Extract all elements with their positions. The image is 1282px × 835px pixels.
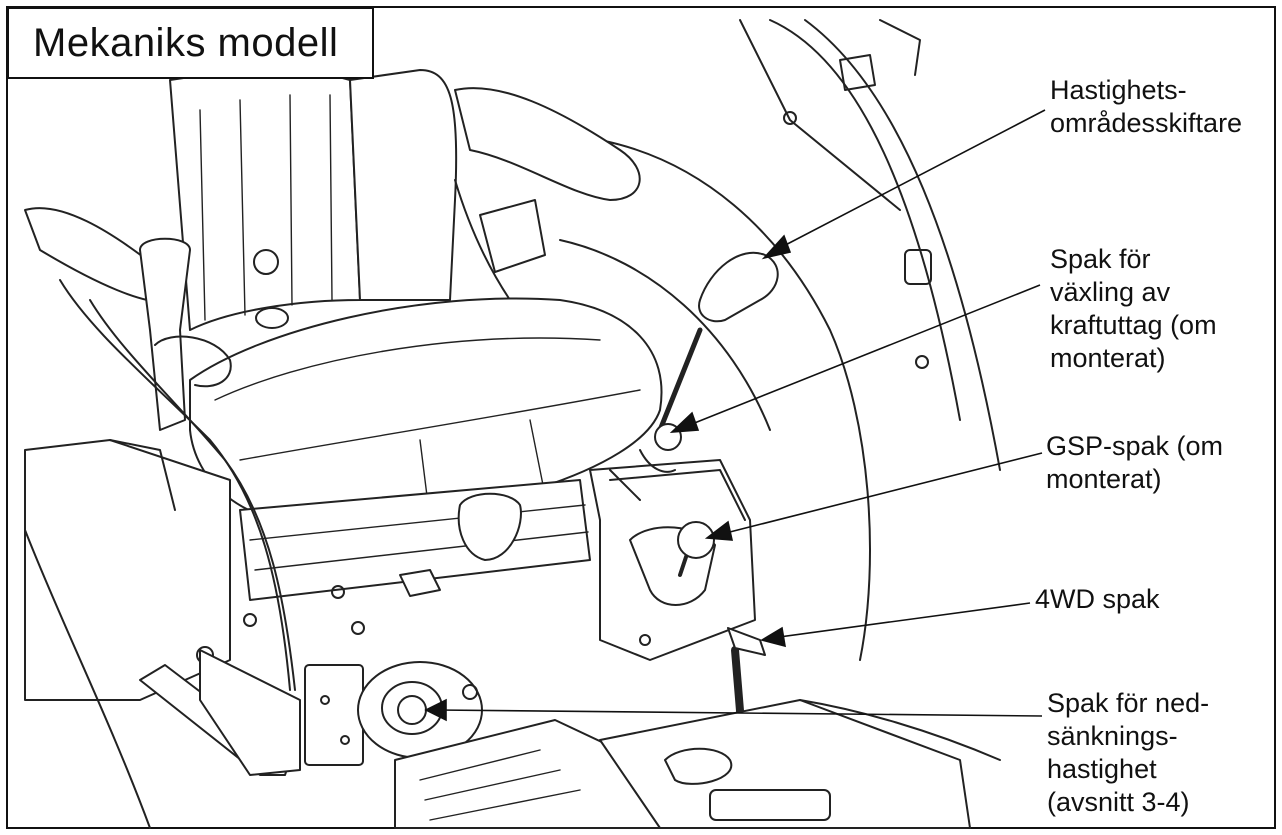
fender-edge-2 <box>804 19 1001 471</box>
adjust-knob <box>457 492 522 561</box>
callout-lowering-speed: Spak för ned- sänknings- hastighet (avsn… <box>1047 688 1210 817</box>
arrow-lower <box>424 698 447 722</box>
arrow-4wd <box>759 626 786 648</box>
switch-knob <box>904 249 932 285</box>
armrest-right <box>454 87 641 201</box>
backrest-hole <box>253 249 279 275</box>
panel-curve <box>599 139 871 661</box>
callout-range-shift: Hastighets- områdesskiftare <box>1050 75 1243 138</box>
leader-4wd <box>771 602 1031 639</box>
range-shift-rod <box>657 327 703 433</box>
diagram-title: Mekaniks modell <box>7 7 374 79</box>
leader-lower <box>435 709 1043 717</box>
switch-panel <box>304 664 364 766</box>
floor-mat-right <box>599 699 971 829</box>
arrow-range <box>761 234 792 260</box>
bracket <box>839 54 876 91</box>
seat-belt-buckle <box>479 199 546 273</box>
joystick-lever <box>139 237 191 431</box>
leader-gsp <box>717 452 1043 536</box>
grab-rail <box>59 279 291 691</box>
range-shift-knob <box>698 251 779 323</box>
4wd-lever-handle <box>727 627 766 656</box>
leader-pto <box>681 284 1041 429</box>
bolt <box>783 111 797 125</box>
callout-4wd-lever: 4WD spak <box>1035 584 1160 614</box>
callout-pto-lever: Spak för växling av kraftuttag (om monte… <box>1050 244 1217 373</box>
leader-range <box>771 109 1046 253</box>
callout-gsp-lever: GSP-spak (om monterat) <box>1046 431 1224 494</box>
right-console <box>589 459 756 661</box>
fender-edge <box>769 19 961 421</box>
arrow-pto <box>669 411 700 433</box>
bolt <box>915 355 929 369</box>
gsp-lever-knob <box>677 521 715 559</box>
arrow-gsp <box>704 520 734 541</box>
lowering-speed-knob <box>397 695 427 725</box>
